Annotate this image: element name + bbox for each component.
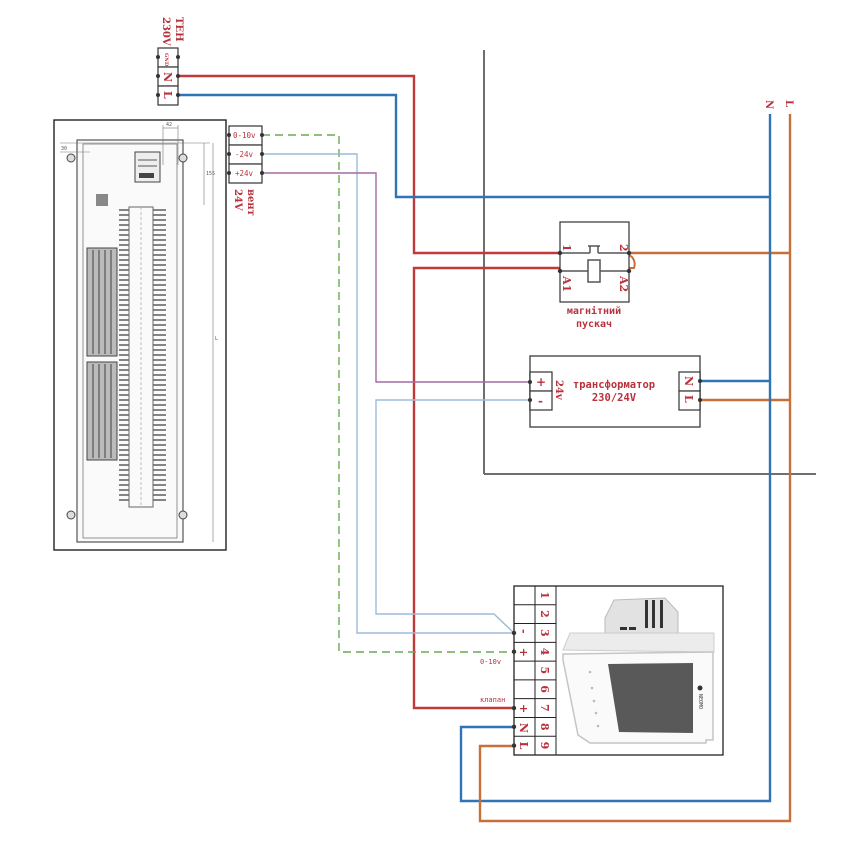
brand-logo-icon	[697, 685, 703, 691]
thermostat-terminal-number: 9	[538, 742, 551, 750]
bracket-icon	[178, 510, 188, 520]
mains-n-label: N	[763, 100, 774, 109]
contactor-name-line1: магнітний	[567, 305, 621, 317]
thermostat-terminal-sign: N	[517, 723, 530, 733]
contactor-terminal-1-label: 1	[560, 244, 573, 252]
thermostat: 1 2 3 - 4 +5 6 7 +8N 9L 0-10v клапан NEOMO	[480, 585, 724, 756]
dim-length-label: L	[215, 336, 218, 342]
thermostat-terminal-sign: +	[517, 648, 530, 657]
wire-0-10v	[262, 134, 514, 653]
heater-title: ТЕН	[173, 17, 184, 42]
label-plate-icon	[96, 194, 108, 206]
convector-drawing: 30 42 155 L	[53, 119, 227, 551]
thermostat-brand-label: NEOMO	[697, 694, 703, 709]
transformer-name-line2: 230/24V	[592, 392, 637, 404]
heat-exchanger-fins	[119, 209, 166, 501]
transformer-24v-label: 24v	[553, 380, 564, 401]
thermostat-terminal-dot	[511, 743, 517, 748]
mains-l-label: L	[783, 100, 794, 107]
thermostat-terminal-dot	[511, 630, 517, 636]
thermostat-terminal-number: 6	[538, 685, 551, 693]
wire-transformer-minus	[375, 399, 530, 634]
contactor-terminal-a2-label: A2	[617, 275, 630, 292]
bracket-icon	[66, 510, 76, 520]
dim-top-label: 42	[166, 122, 172, 128]
thermostat-terminal-rows: 1 2 3 - 4 +5 6 7 +8N 9L	[511, 591, 556, 750]
thermostat-terminal-number: 8	[538, 723, 551, 731]
wire-heater-n	[178, 74, 560, 255]
fan-title: вент	[245, 189, 256, 216]
contactor-terminal-a1-label: A1	[560, 275, 573, 292]
heater-terminal-l-label: L	[161, 91, 174, 99]
fan-terminal-0-10v-label: 0-10v	[233, 131, 256, 140]
contactor-name-line2: пускач	[576, 319, 612, 330]
transformer-minus-label: -	[538, 394, 543, 408]
thermostat-terminal-sign: +	[517, 704, 530, 713]
fan-terminal-plus-24v-label: +24v	[235, 169, 254, 178]
fan-terminal-minus-24v-label: -24v	[235, 150, 254, 159]
thermostat-screen	[608, 663, 693, 733]
wire-minus-24v	[262, 153, 514, 634]
mains-labels: N L	[763, 100, 794, 109]
thermostat-terminal-number: 5	[538, 667, 551, 675]
thermostat-terminal-number: 4	[538, 648, 551, 656]
wires	[178, 74, 792, 823]
wire-valve-a1	[412, 266, 560, 710]
coil-icon	[587, 259, 601, 283]
transformer-l-label: L	[682, 395, 695, 403]
thermostat-terminal-number: 1	[538, 591, 551, 599]
thermostat-terminal-dot	[511, 649, 517, 654]
wire-plus-24v	[262, 172, 530, 383]
heater-terminal-n-label: N	[161, 72, 174, 82]
transformer-plus-label: +	[536, 375, 546, 389]
thermostat-terminal-number: 2	[538, 610, 551, 618]
wire-mains-l	[478, 114, 792, 823]
wire-contactor-2-a2-bridge	[625, 252, 636, 269]
heater-terminal-gnd-label: GND	[163, 53, 169, 67]
magnetic-contactor: 1 2 A1 A2 магнітний пускач	[557, 221, 632, 330]
fan-grille-icon	[86, 361, 118, 461]
thermostat-device-image: NEOMO	[562, 597, 715, 744]
wire-heater-l	[178, 93, 770, 199]
thermostat-terminal-dot	[511, 724, 517, 730]
contactor-terminal-2-label: 2	[617, 244, 630, 252]
thermostat-terminal-sign: -	[517, 629, 530, 634]
thermostat-terminal-dot	[511, 705, 517, 711]
thermostat-valve-label: клапан	[480, 696, 505, 704]
fan-voltage: 24V	[232, 189, 243, 211]
transformer-name-line1: трансформатор	[573, 379, 655, 391]
dim-side-label: 155	[206, 171, 215, 177]
thermostat-terminal-number: 3	[538, 629, 551, 637]
bracket-icon	[66, 153, 76, 163]
thermostat-terminal-number: 7	[538, 704, 551, 712]
dim-left-label: 30	[61, 146, 67, 152]
thermostat-terminal-sign: L	[517, 742, 530, 750]
fan-grille-icon	[86, 247, 118, 357]
fan-terminal-block: 0-10v -24v +24v вент 24V	[227, 125, 264, 216]
transformer-box	[529, 355, 701, 428]
transformer-n-label: N	[682, 376, 695, 386]
enclosure-frame	[483, 50, 816, 475]
transformer: + - 24v трансформатор 230/24V N L	[528, 355, 702, 428]
heater-voltage: 230V	[160, 17, 171, 46]
heater-terminal-block: ТЕН 230V GND N L	[156, 17, 184, 106]
bracket-icon	[178, 153, 188, 163]
wire-mains-n	[459, 114, 772, 803]
thermostat-0-10v-label: 0-10v	[480, 658, 501, 666]
